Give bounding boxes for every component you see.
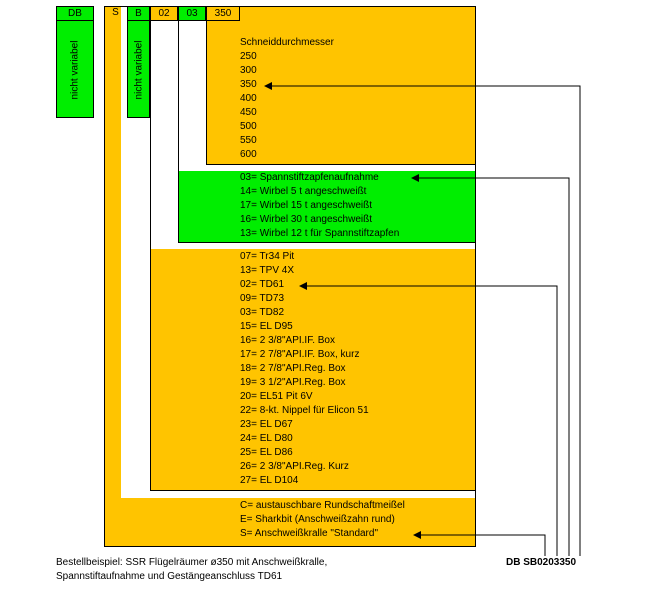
pin-item: 17= Wirbel 15 t angeschweißt: [240, 200, 373, 211]
pin-item: 14= Wirbel 5 t angeschweißt: [240, 186, 367, 197]
pin-item: 13= Wirbel 12 t für Spannstiftzapfen: [240, 228, 400, 239]
arrow-350: [264, 82, 581, 556]
arrow-03-pin: [411, 174, 570, 556]
order-code: DB SB0203350: [506, 557, 577, 568]
header-350: 350: [206, 6, 240, 21]
diameter-item: 350: [240, 79, 257, 90]
connection-item: 18= 2 7/8"API.Reg. Box: [240, 363, 346, 374]
connection-item: 03= TD82: [240, 307, 285, 318]
claw-item: S= Anschweißkralle "Standard": [240, 528, 379, 539]
connection-item: 22= 8-kt. Nippel für Elicon 51: [240, 405, 369, 416]
claw-item: C= austauschbare Rundschaftmeißel: [240, 500, 405, 511]
connection-item: 27= EL D104: [240, 475, 299, 486]
connection-item: 20= EL51 Pit 6V: [240, 391, 313, 402]
pin-item: 16= Wirbel 30 t angeschweißt: [240, 214, 373, 225]
header-db: DB: [56, 6, 94, 21]
diameter-item: 400: [240, 93, 257, 104]
example-line-2: Spannstiftaufnahme und Gestängeanschluss…: [56, 571, 283, 582]
arrow-02-td61: [299, 282, 558, 556]
pin-item: 03= Spannstiftzapfenaufnahme: [240, 172, 379, 183]
connection-item: 02= TD61: [240, 279, 285, 290]
connection-item: 13= TPV 4X: [240, 265, 295, 276]
diameter-item: 550: [240, 135, 257, 146]
diameter-item: 600: [240, 149, 257, 160]
connection-item: 19= 3 1/2"API.Reg. Box: [240, 377, 346, 388]
header-s: S: [112, 7, 119, 18]
diameter-item: 300: [240, 65, 257, 76]
header-03: 03: [178, 6, 206, 21]
connection-item: 07= Tr34 Pit: [240, 251, 295, 262]
connection-item: 17= 2 7/8"API.IF. Box, kurz: [240, 349, 360, 360]
connection-item: 25= EL D86: [240, 447, 293, 458]
diameter-title: Schneiddurchmesser: [240, 37, 334, 48]
example-line-1: Bestellbeispiel: SSR Flügelräumer ø350 m…: [56, 557, 328, 568]
header-b: B: [127, 6, 150, 21]
header-02: 02: [150, 6, 178, 21]
connection-item: 16= 2 3/8"API.IF. Box: [240, 335, 335, 346]
claw-item: E= Sharkbit (Anschweißzahn rund): [240, 514, 395, 525]
db-column: [56, 6, 94, 118]
connection-item: 23= EL D67: [240, 419, 293, 430]
arrow-s-claw: [413, 531, 546, 556]
connection-item: 09= TD73: [240, 293, 285, 304]
connection-item: 26= 2 3/8"API.Reg. Kurz: [240, 461, 349, 472]
diameter-item: 250: [240, 51, 257, 62]
connection-item: 15= EL D95: [240, 321, 293, 332]
diameter-item: 500: [240, 121, 257, 132]
diameter-item: 450: [240, 107, 257, 118]
connection-item: 24= EL D80: [240, 433, 293, 444]
